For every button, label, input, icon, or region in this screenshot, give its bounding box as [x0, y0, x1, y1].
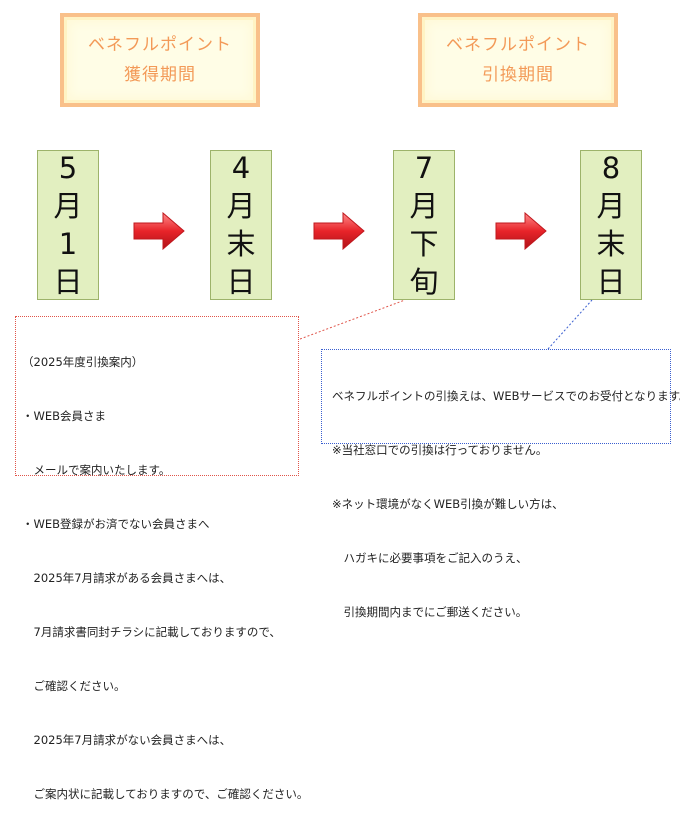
- date-char: 末: [226, 227, 256, 261]
- date-char: 5: [58, 151, 78, 185]
- right-callout-connector: [547, 299, 593, 350]
- date-box-august-end: 8 月 末 日: [580, 150, 642, 300]
- exchange-guide-note: （2025年度引換案内） ・WEB会員さま メールで案内いたします。 ・WEB登…: [15, 316, 308, 801]
- left-callout-connector: [299, 299, 406, 340]
- period-subtitle: 引換期間: [482, 65, 554, 85]
- date-char: 日: [226, 265, 256, 299]
- note-line: 引換期間内までにご郵送ください。: [332, 605, 528, 619]
- date-char: 8: [601, 151, 621, 185]
- date-char: 月: [226, 189, 256, 223]
- date-char: 下: [409, 227, 439, 261]
- note-line: ハガキに必要事項をご記入のうえ、: [332, 551, 528, 565]
- note-line: ご確認ください。: [22, 679, 126, 693]
- date-char: 1: [58, 227, 78, 261]
- date-char: 月: [53, 189, 83, 223]
- note-line: ・WEB登録がお済でない会員さまへ: [22, 517, 210, 531]
- note-line: ・WEB会員さま: [22, 409, 107, 423]
- date-char: 4: [231, 151, 251, 185]
- date-char: 月: [409, 189, 439, 223]
- note-line: ※当社窓口での引換は行っておりません。: [332, 443, 548, 457]
- note-line: 2025年7月請求がある会員さまへは、: [22, 571, 232, 585]
- note-line: ご案内状に記載しておりますので、ご確認ください。: [22, 787, 309, 801]
- date-box-may-1: 5 月 1 日: [37, 150, 99, 300]
- note-line: 7月請求書同封チラシに記載しておりますので、: [22, 625, 281, 639]
- date-box-july-late: 7 月 下 旬: [393, 150, 455, 300]
- date-box-april-end: 4 月 末 日: [210, 150, 272, 300]
- right-arrow-icon: [495, 212, 547, 250]
- note-line: ベネフルポイントの引換えは、WEBサービスでのお受付となります。: [332, 389, 680, 403]
- date-char: 日: [53, 265, 83, 299]
- note-line: ※ネット環境がなくWEB引換が難しい方は、: [332, 497, 564, 511]
- right-arrow-icon: [313, 212, 365, 250]
- note-line: メールで案内いたします。: [22, 463, 171, 477]
- date-char: 月: [596, 189, 626, 223]
- right-arrow-icon: [133, 212, 185, 250]
- callout-connectors: [299, 299, 593, 350]
- period-subtitle: 獲得期間: [124, 65, 196, 85]
- period-title: ベネフルポイント: [446, 35, 590, 55]
- period-title: ベネフルポイント: [88, 35, 232, 55]
- date-char: 日: [596, 265, 626, 299]
- date-char: 旬: [409, 265, 439, 299]
- date-char: 7: [414, 151, 434, 185]
- exchange-period-box: ベネフルポイント 引換期間: [418, 13, 618, 107]
- exchange-method-note: ベネフルポイントの引換えは、WEBサービスでのお受付となります。 ※当社窓口での…: [321, 349, 680, 619]
- note-line: 2025年7月請求がない会員さまへは、: [22, 733, 232, 747]
- date-char: 末: [596, 227, 626, 261]
- acquisition-period-box: ベネフルポイント 獲得期間: [60, 13, 260, 107]
- note-line: （2025年度引換案内）: [22, 355, 144, 369]
